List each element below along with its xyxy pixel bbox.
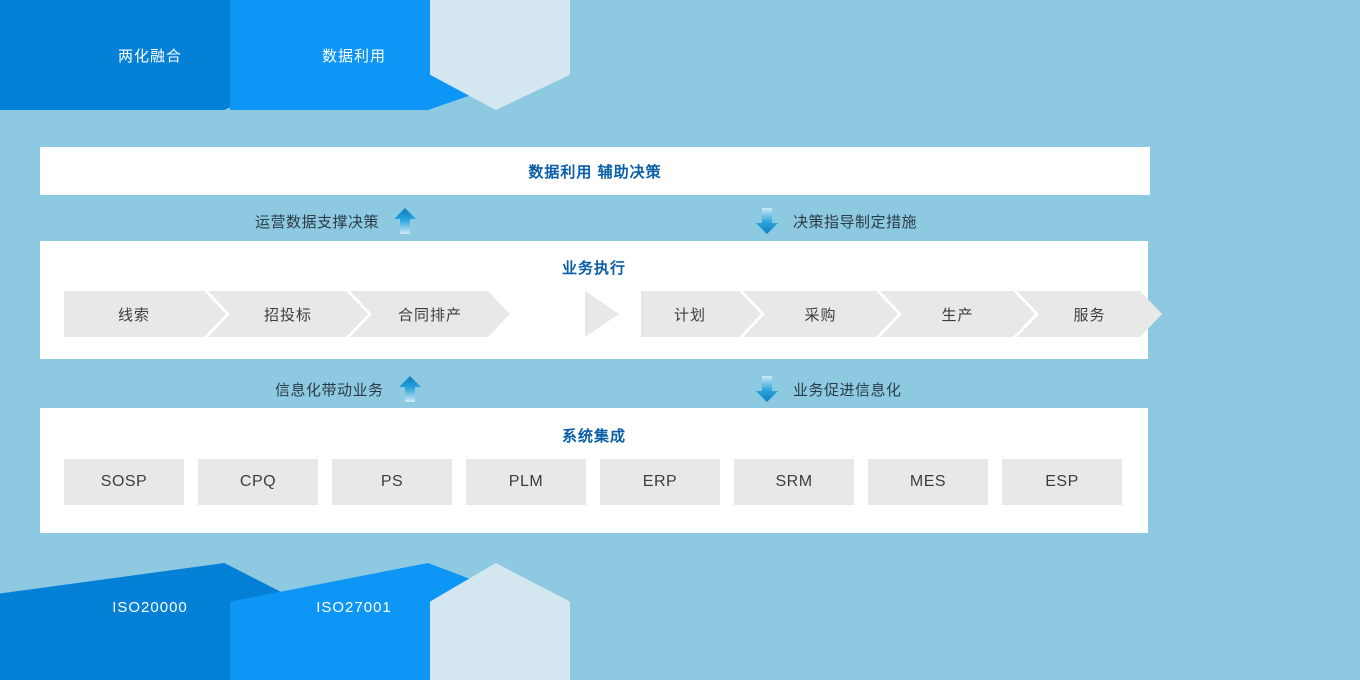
flow-step-service[interactable]: 服务 [1017, 291, 1162, 337]
arrow-down-icon [756, 376, 778, 402]
system-integration-panel: 系统集成 SOSP CPQ PS PLM ERP SRM MES ESP [40, 408, 1148, 533]
flow-step-bidding[interactable]: 招投标 [208, 291, 368, 337]
connector-top-right: 决策指导制定措施 [755, 206, 917, 236]
decision-panel-title: 数据利用 辅助决策 [528, 163, 662, 181]
system-box-srm-label: SRM [775, 473, 813, 490]
system-box-sosp[interactable]: SOSP [64, 459, 184, 505]
systems-panel-title: 系统集成 [561, 428, 626, 445]
systems-row: SOSP CPQ PS PLM ERP SRM MES ESP [64, 459, 1122, 505]
connector-top-left: 运营数据支撑决策 [255, 206, 417, 236]
flow-gap [619, 291, 641, 337]
connector-bottom-right-label: 业务促进信息化 [793, 381, 902, 399]
connector-business-systems: 信息化带动业务 业务促进信息化 [40, 366, 1150, 412]
flow-wedge-icon [585, 291, 619, 337]
flow-step-contract[interactable]: 合同排产 [350, 291, 510, 337]
top-chevron-2-label: 数据利用 [321, 47, 386, 65]
system-box-esp-label: ESP [1045, 473, 1079, 490]
top-chevron-band: 两化融合 数据利用 [0, 0, 600, 110]
flow-step-production-label: 生产 [941, 306, 974, 324]
decision-panel: 数据利用 辅助决策 [40, 147, 1150, 195]
connector-bottom-right: 业务促进信息化 [755, 374, 902, 404]
business-flow-left: 线索 招投标 合同排产 [64, 291, 510, 337]
top-chevron-1-label: 两化融合 [117, 47, 182, 65]
system-box-ps-label: PS [380, 473, 404, 490]
system-box-esp[interactable]: ESP [1002, 459, 1122, 505]
business-panel-title: 业务执行 [561, 260, 626, 277]
system-box-srm[interactable]: SRM [734, 459, 854, 505]
flow-step-purchase-label: 采购 [804, 306, 837, 324]
flow-step-purchase[interactable]: 采购 [743, 291, 898, 337]
system-box-cpq-label: CPQ [239, 473, 277, 490]
flow-step-lead[interactable]: 线索 [64, 291, 226, 337]
flow-step-plan-label: 计划 [673, 306, 706, 324]
connector-top-right-label: 决策指导制定措施 [793, 213, 918, 231]
system-box-mes-label: MES [909, 473, 947, 490]
business-execution-panel: 业务执行 线索 招投标 合同排产 计划 采购 生产 服务 [40, 241, 1148, 359]
connector-bottom-left: 信息化带动业务 [275, 374, 422, 404]
system-box-erp[interactable]: ERP [600, 459, 720, 505]
system-box-sosp-label: SOSP [100, 473, 148, 490]
arrow-up-icon [398, 376, 421, 402]
flow-step-lead-label: 线索 [117, 306, 150, 324]
arrow-down-icon [756, 208, 778, 234]
connector-bottom-left-label: 信息化带动业务 [275, 381, 384, 399]
flow-step-service-label: 服务 [1073, 306, 1106, 324]
system-box-mes[interactable]: MES [868, 459, 988, 505]
flow-step-production[interactable]: 生产 [880, 291, 1035, 337]
bottom-chevron-2-label: ISO27001 [316, 599, 392, 616]
connector-top-left-label: 运营数据支撑决策 [255, 213, 380, 231]
connector-decision-business: 运营数据支撑决策 决策指导制定措施 [40, 198, 1150, 244]
bottom-chevron-1-label: ISO20000 [112, 599, 188, 616]
flow-step-contract-label: 合同排产 [397, 306, 462, 324]
system-box-ps[interactable]: PS [332, 459, 452, 505]
flow-step-plan[interactable]: 计划 [641, 291, 761, 337]
system-box-erp-label: ERP [642, 473, 678, 490]
arrow-up-icon [394, 208, 417, 234]
system-box-plm[interactable]: PLM [466, 459, 586, 505]
bottom-chevron-band: ISO20000 ISO27001 [0, 563, 600, 680]
business-flow-right: 计划 采购 生产 服务 [585, 291, 1162, 337]
flow-step-bidding-label: 招投标 [263, 306, 312, 324]
system-box-plm-label: PLM [508, 473, 544, 490]
system-box-cpq[interactable]: CPQ [198, 459, 318, 505]
